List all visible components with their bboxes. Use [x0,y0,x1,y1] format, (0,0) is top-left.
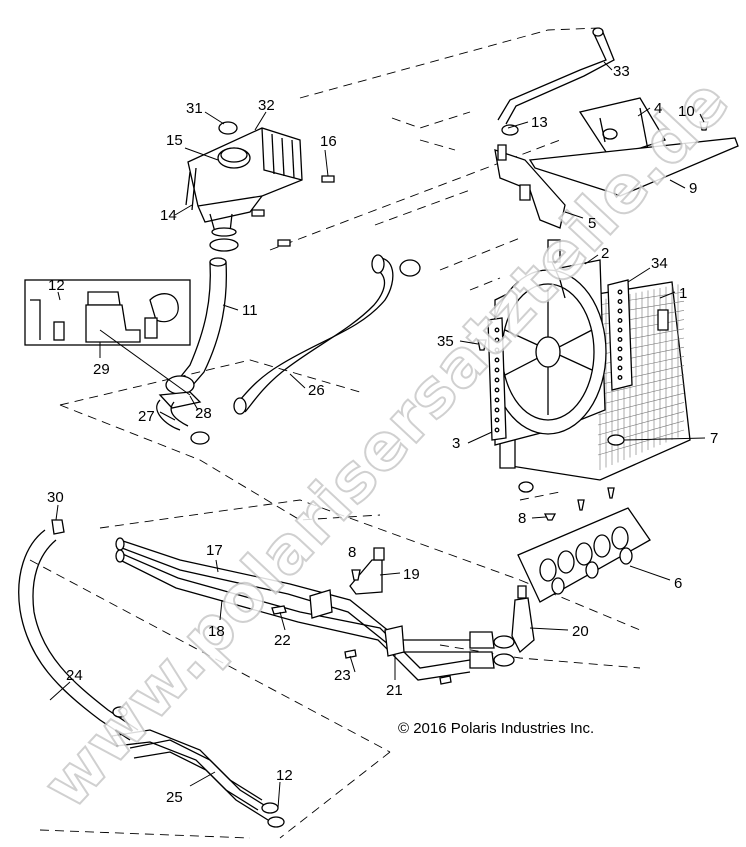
side-bracket-3 [487,317,507,441]
grommet-7b [518,481,534,493]
hose-26 [233,254,421,415]
callout-12b: 12 [276,767,293,784]
callout-16: 16 [320,133,337,150]
callout-11: 11 [242,302,258,319]
callout-13: 13 [531,114,548,131]
screw-22 [271,605,287,615]
callout-28: 28 [195,405,212,422]
assembly-guide-lines [29,27,641,839]
screw-8b [351,569,361,581]
callout-25: 25 [166,789,183,806]
bracket-4 [578,97,666,159]
hose-11-assembly [156,257,227,445]
callout-26: 26 [308,382,325,399]
callout-4: 4 [654,100,662,117]
callout-22: 22 [274,632,291,649]
leader-lines [49,61,706,809]
callout-30: 30 [47,489,64,506]
bracket-19 [349,547,385,595]
callout-20: 20 [572,623,589,640]
callout-17: 17 [206,542,223,559]
callout-labels: 1 2 3 4 5 6 7 8 8 9 10 11 12 12 13 14 15… [47,63,718,806]
callout-8b: 8 [348,544,356,561]
bolt-10 [699,121,709,131]
bracket-5 [494,144,566,229]
bracket-20 [511,585,535,654]
hose-24 [18,519,139,741]
grommet-7 [607,434,625,446]
callout-27: 27 [138,408,155,425]
copyright-notice: © 2016 Polaris Industries Inc. [398,720,594,737]
bracket-bar-9 [528,137,739,197]
callout-18: 18 [208,623,225,640]
screw-23 [344,649,357,659]
callout-23: 23 [334,667,351,684]
coolant-reservoir [185,121,335,252]
callout-21: 21 [386,682,403,699]
screw-35 [477,339,487,351]
screw-23b [439,675,452,685]
fan-shroud-2 [489,239,607,446]
coolant-pipes-17-18 [115,537,515,681]
callout-33: 33 [613,63,630,80]
skid-plate-6 [517,487,651,603]
callout-1: 1 [679,285,687,302]
callout-5: 5 [588,215,596,232]
callout-10: 10 [678,103,695,120]
hose-33 [497,27,615,136]
inset-detail-29 [24,279,191,346]
callout-3: 3 [452,435,460,452]
callout-19: 19 [403,566,420,583]
callout-12a: 12 [48,277,65,294]
callout-6: 6 [674,575,682,592]
screw-8 [543,513,557,521]
callout-9: 9 [689,180,697,197]
callout-8a: 8 [518,510,526,527]
callout-2: 2 [601,245,609,262]
callout-35: 35 [437,333,454,350]
callout-14: 14 [160,207,177,224]
callout-15: 15 [166,132,183,149]
callout-31: 31 [186,100,203,117]
side-bracket-34 [607,279,633,391]
callout-24: 24 [66,667,83,684]
callout-29: 29 [93,361,110,378]
callout-7: 7 [710,430,718,447]
callout-32: 32 [258,97,275,114]
callout-34: 34 [651,255,668,272]
